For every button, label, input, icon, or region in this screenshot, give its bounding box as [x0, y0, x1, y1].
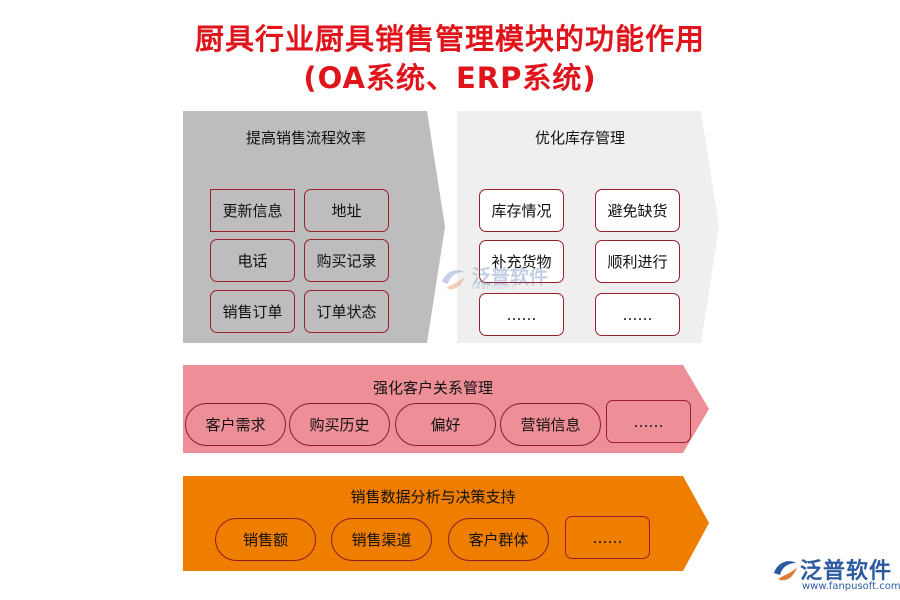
watermark-text: 泛普软件	[472, 266, 549, 288]
panel-sales-process-title: 提高销售流程效率	[245, 129, 366, 147]
panel-sales-process: 提高销售流程效率 更新信息 地址 电话 购买记录 销售订单 订单状态	[183, 111, 445, 343]
item-more-1: ……	[479, 293, 564, 336]
item-preference: 偏好	[395, 403, 496, 446]
item-order-status: 订单状态	[304, 290, 389, 333]
item-smooth-progress: 顺利进行	[595, 240, 680, 283]
item-customer-needs: 客户需求	[185, 403, 286, 446]
item-marketing-info: 营销信息	[500, 403, 601, 446]
item-purchase-record: 购买记录	[304, 239, 389, 282]
item-crm-more: ……	[606, 400, 691, 443]
item-purchase-history: 购买历史	[289, 403, 390, 446]
item-analysis-more: ……	[565, 516, 650, 559]
watermark-subtext: FANPUSOFT	[472, 284, 517, 291]
panel-crm-title: 强化客户关系管理	[372, 379, 493, 397]
item-phone: 电话	[210, 239, 295, 282]
item-sales-amount: 销售额	[215, 518, 316, 561]
page-title: 厨具行业厨具销售管理模块的功能作用	[194, 22, 705, 56]
item-restock: 补充货物	[479, 240, 564, 283]
brand-logo: 泛普软件 www.fanpusoft.com	[770, 553, 900, 598]
item-update-info: 更新信息	[210, 189, 295, 232]
panel-inventory-title: 优化库存管理	[534, 129, 625, 147]
brand-logo-icon	[774, 561, 797, 581]
panel-analysis-title: 销售数据分析与决策支持	[350, 488, 516, 506]
item-sales-order: 销售订单	[210, 290, 295, 333]
panel-inventory-bg	[457, 111, 719, 343]
watermark: 泛普软件 FANPUSOFT	[438, 262, 558, 298]
item-stock-status: 库存情况	[479, 189, 564, 232]
panel-inventory: 优化库存管理 库存情况 避免缺货 补充货物 顺利进行 …… ……	[457, 111, 719, 343]
item-avoid-shortage: 避免缺货	[595, 189, 680, 232]
item-more-2: ……	[595, 293, 680, 336]
panel-crm-bg	[183, 365, 709, 453]
page-subtitle: (OA系统、ERP系统)	[303, 61, 597, 95]
brand-logo-url: www.fanpusoft.com	[802, 581, 900, 592]
panel-crm: 强化客户关系管理 客户需求 购买历史 偏好 营销信息 ……	[183, 365, 709, 453]
watermark-logo-icon	[442, 270, 465, 290]
panel-analysis: 销售数据分析与决策支持 销售额 销售渠道 客户群体 ……	[183, 476, 709, 571]
item-address: 地址	[304, 189, 389, 232]
item-sales-channel: 销售渠道	[331, 518, 432, 561]
panel-sales-process-bg	[183, 111, 445, 343]
item-customer-group: 客户群体	[448, 518, 549, 561]
brand-logo-text: 泛普软件	[800, 559, 893, 584]
